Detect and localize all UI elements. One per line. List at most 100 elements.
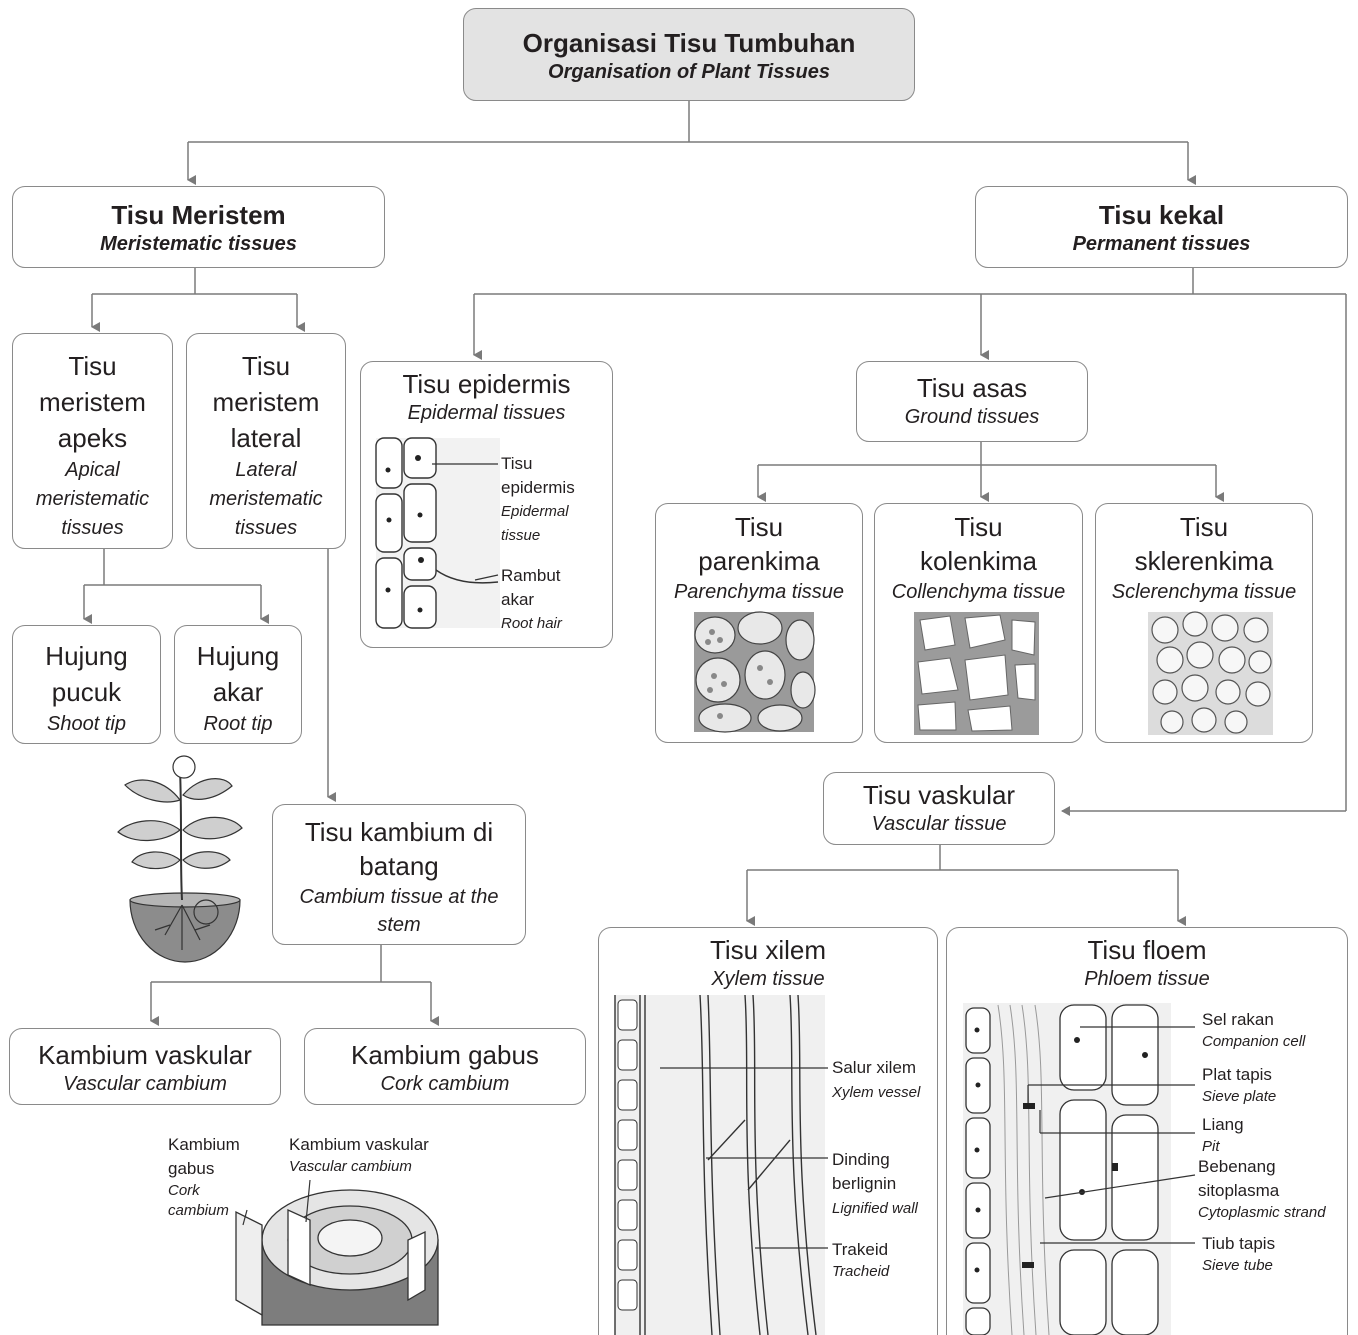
- epidermis-label-1: Tisu epidermis Epidermal tissue: [501, 452, 575, 548]
- phloem-a1: Sel rakan: [1202, 1010, 1274, 1029]
- xylem-c1: Trakeid: [832, 1240, 889, 1259]
- lateral-e1: Lateral: [235, 459, 297, 481]
- cork-cambium-node: Kambium gabus Cork cambium: [304, 1028, 586, 1105]
- apical-l2: meristem: [39, 387, 146, 417]
- phloem-label-sieve-tube: Tiub tapis Sieve tube: [1202, 1232, 1275, 1276]
- cork-cambium-diagram-label: Kambium gabus Cork cambium: [168, 1133, 240, 1221]
- lateral-e2: meristematic: [209, 488, 323, 510]
- cambium-l2: batang: [359, 851, 439, 881]
- root-title: Organisasi Tisu Tumbuhan: [522, 28, 856, 58]
- vasc-diagram-l1: Kambium vaskular: [289, 1135, 429, 1154]
- shoot-l1: Hujung: [45, 641, 128, 671]
- cork-diagram-l1: Kambium: [168, 1135, 240, 1154]
- collenchyma-e1: Collenchyma tissue: [891, 581, 1066, 603]
- xylem-a1e: Xylem vessel: [832, 1084, 921, 1101]
- shoot-tip-node: Hujung pucuk Shoot tip: [12, 625, 161, 744]
- parenchyma-l2: parenkima: [698, 546, 820, 576]
- epidermis-lbl1-a: Tisu: [501, 454, 533, 473]
- vascular-cambium-node: Kambium vaskular Vascular cambium: [9, 1028, 281, 1105]
- epidermis-lbl2-b: akar: [501, 590, 535, 609]
- apical-e2: meristematic: [35, 488, 150, 510]
- epidermis-lbl1-b: epidermis: [501, 478, 575, 497]
- phloem-title: Tisu floem: [1087, 935, 1207, 965]
- sclerenchyma-l2: sklerenkima: [1134, 546, 1274, 576]
- phloem-a1e: Companion cell: [1202, 1033, 1306, 1050]
- phloem-d1e: Cytoplasmic strand: [1198, 1204, 1326, 1221]
- xylem-subtitle: Xylem tissue: [711, 968, 825, 990]
- permanent-node: Tisu kekal Permanent tissues: [975, 186, 1348, 268]
- root-tip-e1: Root tip: [203, 713, 273, 735]
- vascular-cambium-title: Kambium vaskular: [38, 1040, 252, 1070]
- phloem-c1: Liang: [1202, 1115, 1244, 1134]
- apical-l1: Tisu: [68, 351, 117, 381]
- ground-title: Tisu asas: [916, 373, 1028, 403]
- collenchyma-cells-illustration: [914, 612, 1039, 735]
- epidermis-lbl2-c: Root hair: [501, 615, 562, 632]
- parenchyma-cells-illustration: [694, 611, 816, 733]
- cambium-e1: Cambium tissue at the: [299, 886, 499, 908]
- xylem-label-wall: Dinding berlignin Lignified wall: [832, 1148, 918, 1222]
- root-tip-node: Hujung akar Root tip: [174, 625, 302, 744]
- collenchyma-l2: kolenkima: [919, 546, 1038, 576]
- epidermis-lbl1-c: Epidermal: [501, 503, 569, 520]
- vasc-diagram-e1: Vascular cambium: [289, 1158, 412, 1175]
- epidermis-subtitle: Epidermal tissues: [407, 402, 566, 424]
- meristem-title: Tisu Meristem: [111, 200, 286, 230]
- xylem-b1e: Lignified wall: [832, 1200, 918, 1217]
- phloem-label-companion: Sel rakan Companion cell: [1202, 1008, 1305, 1052]
- xylem-b2: berlignin: [832, 1174, 897, 1193]
- phloem-subtitle: Phloem tissue: [1084, 968, 1210, 990]
- phloem-d2: sitoplasma: [1198, 1181, 1280, 1200]
- apical-l3: apeks: [57, 423, 128, 453]
- sclerenchyma-l1: Tisu: [1179, 512, 1229, 542]
- cork-cambium-title: Kambium gabus: [351, 1040, 539, 1070]
- apical-meristem-node: Tisu meristem apeks Apical meristematic …: [12, 333, 173, 549]
- parenchyma-l1: Tisu: [734, 512, 784, 542]
- xylem-b1: Dinding: [832, 1150, 890, 1169]
- xylem-title: Tisu xilem: [709, 935, 827, 965]
- vascular-cambium-diagram-label: Kambium vaskular Vascular cambium: [289, 1133, 429, 1177]
- phloem-b1e: Sieve plate: [1202, 1088, 1277, 1105]
- sclerenchyma-e1: Sclerenchyma tissue: [1111, 581, 1297, 603]
- apical-e1: Apical: [65, 459, 120, 481]
- root-subtitle: Organisation of Plant Tissues: [548, 61, 830, 83]
- xylem-label-vessel: Salur xilem Xylem vessel: [832, 1056, 920, 1106]
- phloem-label-strand: Bebenang sitoplasma Cytoplasmic strand: [1198, 1155, 1326, 1223]
- root-tip-l1: Hujung: [196, 641, 280, 671]
- epidermis-title: Tisu epidermis: [402, 369, 571, 399]
- apical-e3: tissues: [61, 517, 124, 539]
- cambium-node: Tisu kambium di batang Cambium tissue at…: [272, 804, 526, 945]
- cork-diagram-l2: gabus: [168, 1159, 215, 1178]
- cork-diagram-e1: Cork: [168, 1182, 200, 1199]
- lateral-l3: lateral: [230, 423, 302, 453]
- root-node: Organisasi Tisu Tumbuhan Organisation of…: [463, 8, 915, 101]
- vascular-title: Tisu vaskular: [862, 780, 1016, 810]
- lateral-l1: Tisu: [241, 351, 291, 381]
- phloem-e1e: Sieve tube: [1202, 1257, 1273, 1274]
- vascular-subtitle: Vascular tissue: [871, 813, 1007, 835]
- epidermis-lbl2-a: Rambut: [501, 566, 561, 585]
- xylem-a1: Salur xilem: [832, 1058, 917, 1077]
- shoot-e1: Shoot tip: [47, 713, 126, 735]
- epidermis-lbl1-d: tissue: [501, 527, 541, 544]
- permanent-title: Tisu kekal: [1098, 200, 1225, 230]
- lateral-l2: meristem: [212, 387, 320, 417]
- cork-cambium-subtitle: Cork cambium: [380, 1073, 510, 1095]
- vascular-cambium-subtitle: Vascular cambium: [63, 1073, 227, 1095]
- xylem-label-tracheid: Trakeid Tracheid: [832, 1238, 889, 1282]
- phloem-b1: Plat tapis: [1202, 1065, 1272, 1084]
- sclerenchyma-cells-illustration: [1148, 611, 1273, 735]
- cambium-e2: stem: [377, 914, 421, 936]
- shoot-l2: pucuk: [51, 677, 122, 707]
- phloem-label-sieve-plate: Plat tapis Sieve plate: [1202, 1063, 1276, 1107]
- lateral-meristem-node: Tisu meristem lateral Lateral meristemat…: [186, 333, 346, 549]
- lateral-e3: tissues: [234, 517, 298, 539]
- cambium-l1: Tisu kambium di: [304, 817, 494, 847]
